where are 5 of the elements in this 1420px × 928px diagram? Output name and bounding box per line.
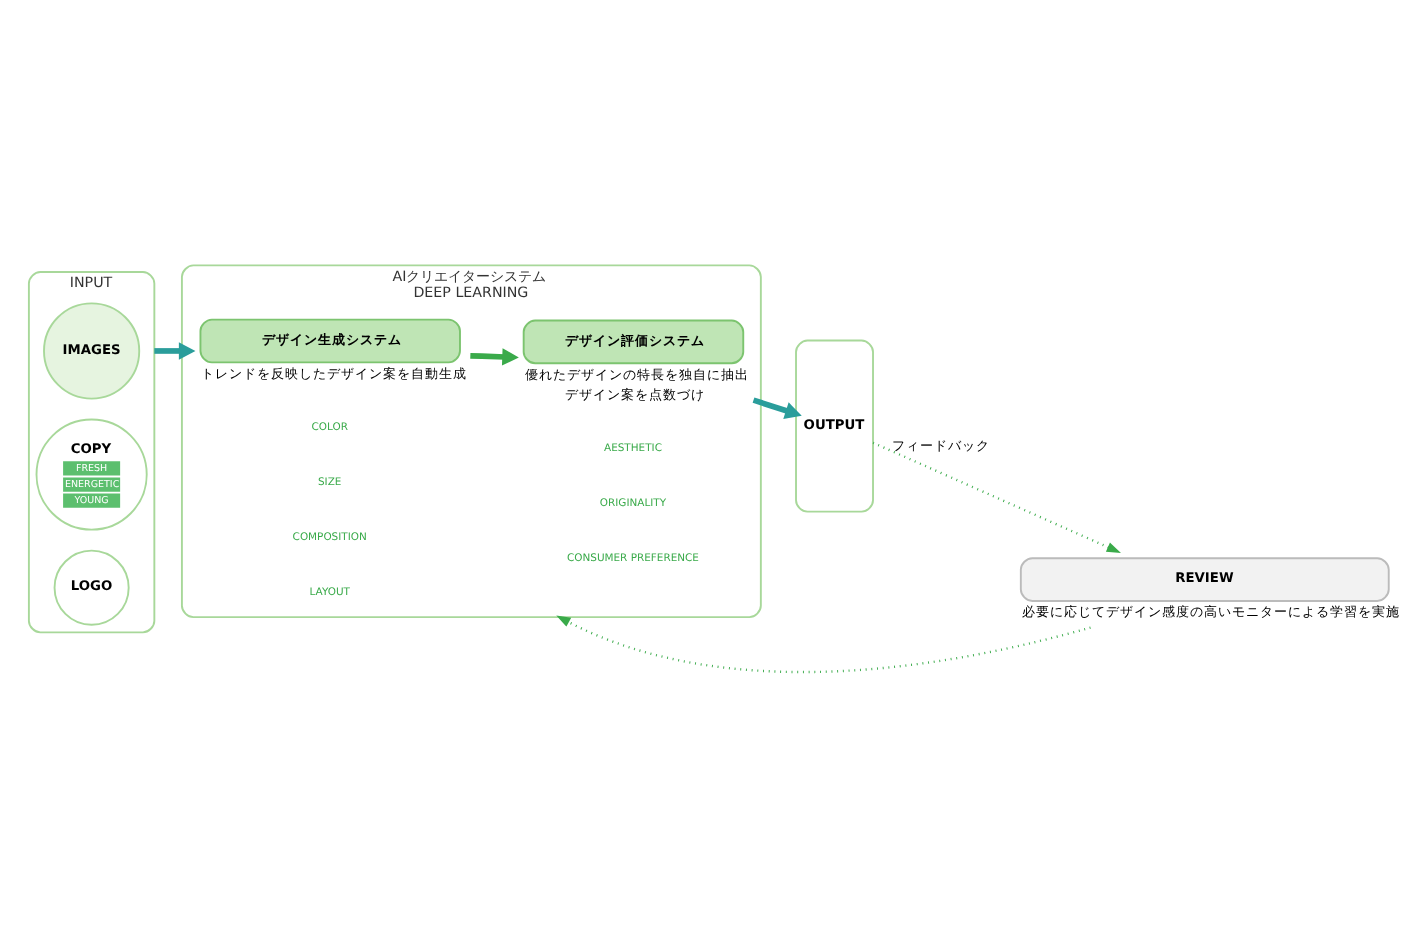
arrow [556, 614, 1091, 673]
arrow [872, 440, 1121, 552]
arrow [470, 347, 519, 365]
arrow [154, 341, 196, 359]
arrow [752, 396, 802, 418]
